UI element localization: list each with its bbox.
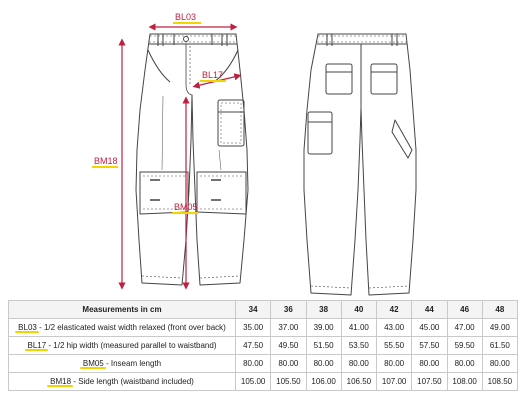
front-cargo-pocket xyxy=(217,99,245,147)
front-cargo-pocket-stitch xyxy=(220,102,242,144)
front-right-knee-pad xyxy=(196,171,247,215)
table-header-title: Measurements in cm xyxy=(8,300,236,319)
row-description: BM18 - Side length (waistband included) xyxy=(8,372,236,391)
front-view-pants xyxy=(135,33,249,286)
inseam-label-underline xyxy=(172,212,198,214)
size-header: 34 xyxy=(234,300,272,319)
table-cell: 105.00 xyxy=(234,372,272,391)
back-right-pocket xyxy=(370,63,398,95)
measurement-table: Measurements in cm 34 36 38 40 42 44 46 … xyxy=(8,300,519,391)
table-cell: 61.50 xyxy=(481,336,519,355)
table-row: BM18 - Side length (waistband included) … xyxy=(8,372,519,391)
table-cell: 39.00 xyxy=(305,318,342,337)
table-cell: 55.50 xyxy=(375,336,413,355)
hip-label-underline xyxy=(200,80,226,82)
back-cargo-pocket xyxy=(307,111,333,155)
front-knee-slots xyxy=(150,179,221,201)
measure-text: - Side length (waistband included) xyxy=(71,377,194,386)
table-cell: 80.00 xyxy=(340,354,378,373)
table-cell: 47.50 xyxy=(234,336,272,355)
table-cell: 35.00 xyxy=(234,318,272,337)
pants-technical-drawing: BL03 BL17 BM18 BM05 xyxy=(92,12,417,296)
table-header-row: Measurements in cm 34 36 38 40 42 44 46 … xyxy=(8,300,519,319)
table-cell: 49.00 xyxy=(481,318,519,337)
row-description: BM05 - Inseam length xyxy=(8,354,236,373)
table-cell: 80.00 xyxy=(375,354,413,373)
front-left-pocket xyxy=(147,49,171,83)
table-cell: 51.50 xyxy=(305,336,342,355)
table-cell: 80.00 xyxy=(234,354,272,373)
back-waistband-stitch xyxy=(317,35,407,43)
measure-code: BM05 xyxy=(79,359,106,369)
row-description: BL17 - 1/2 hip width (measured parallel … xyxy=(8,336,236,355)
table-cell: 107.50 xyxy=(411,372,448,391)
side-label: BM18 xyxy=(94,156,118,166)
hip-label: BL17 xyxy=(202,70,223,80)
front-knee-pad-stitch xyxy=(143,175,243,210)
back-hammer-loop xyxy=(391,119,413,159)
measure-text: - 1/2 elasticated waist width relaxed (f… xyxy=(36,323,226,332)
size-header: 42 xyxy=(375,300,413,319)
back-hems xyxy=(310,285,410,289)
table-cell: 80.00 xyxy=(481,354,519,373)
table-row: BL03 - 1/2 elasticated waist width relax… xyxy=(8,318,519,337)
front-fly xyxy=(185,44,193,96)
front-belt-loops xyxy=(157,34,228,46)
table-row: BM05 - Inseam length 80.00 80.00 80.00 8… xyxy=(8,354,519,373)
measure-code: BM18 xyxy=(47,377,73,387)
table-cell: 106.50 xyxy=(340,372,378,391)
table-cell: 106.00 xyxy=(305,372,342,391)
size-header: 36 xyxy=(270,300,307,319)
inseam-label: BM05 xyxy=(174,202,198,212)
table-cell: 37.00 xyxy=(270,318,307,337)
size-header: 46 xyxy=(446,300,483,319)
size-header: 48 xyxy=(481,300,519,319)
table-cell: 105.50 xyxy=(270,372,307,391)
back-pants-outline xyxy=(303,33,417,296)
table-cell: 80.00 xyxy=(411,354,448,373)
front-leg-creases xyxy=(161,95,222,171)
size-header: 40 xyxy=(340,300,378,319)
table-cell: 108.00 xyxy=(446,372,483,391)
waist-label: BL03 xyxy=(175,12,196,22)
table-cell: 49.50 xyxy=(270,336,307,355)
back-view-pants xyxy=(303,33,417,296)
back-belt-loops xyxy=(326,34,398,46)
table-cell: 47.00 xyxy=(446,318,483,337)
row-description: BL03 - 1/2 elasticated waist width relax… xyxy=(8,318,236,337)
table-row: BL17 - 1/2 hip width (measured parallel … xyxy=(8,336,519,355)
side-label-underline xyxy=(92,166,118,168)
table-cell: 59.50 xyxy=(446,336,483,355)
table-cell: 80.00 xyxy=(270,354,307,373)
measure-text: - 1/2 hip width (measured parallel to wa… xyxy=(46,341,217,350)
table-cell: 108.50 xyxy=(481,372,519,391)
size-header: 44 xyxy=(411,300,448,319)
measurement-lines xyxy=(118,23,242,290)
front-pants-outline xyxy=(135,33,249,286)
table-cell: 43.00 xyxy=(375,318,413,337)
measure-text: - Inseam length xyxy=(103,359,162,368)
table-cell: 41.00 xyxy=(340,318,378,337)
front-button xyxy=(183,36,189,42)
measurement-labels: BL03 BL17 BM18 BM05 xyxy=(92,12,226,214)
table-cell: 53.50 xyxy=(340,336,378,355)
back-left-pocket xyxy=(325,63,353,95)
waist-label-underline xyxy=(173,22,201,24)
table-cell: 80.00 xyxy=(305,354,342,373)
measure-code: BL17 xyxy=(24,341,48,351)
front-hems xyxy=(141,275,241,279)
table-cell: 107.00 xyxy=(375,372,413,391)
measure-code: BL03 xyxy=(15,323,39,333)
front-waistband-stitch xyxy=(149,35,237,43)
table-cell: 45.00 xyxy=(411,318,448,337)
size-header: 38 xyxy=(305,300,342,319)
table-cell: 57.50 xyxy=(411,336,448,355)
table-cell: 80.00 xyxy=(446,354,483,373)
